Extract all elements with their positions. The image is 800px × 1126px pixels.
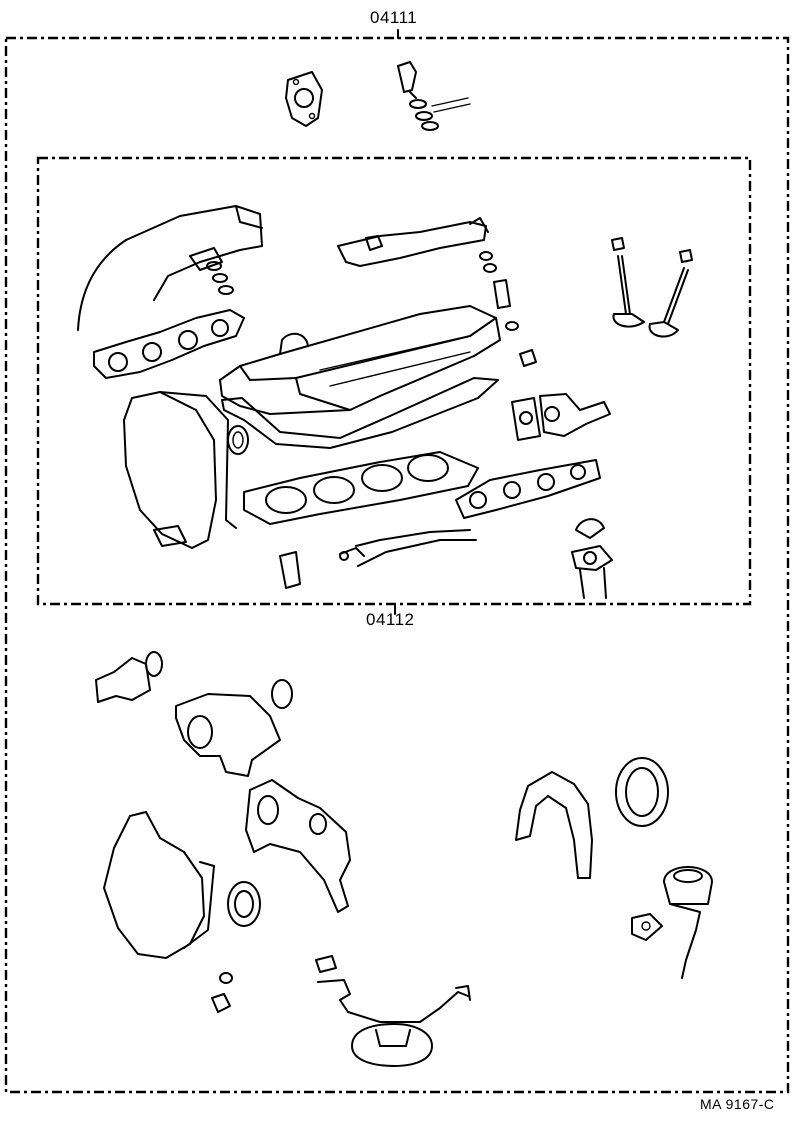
rear-oil-seal-retainer-icon bbox=[515, 771, 593, 879]
kit-04112-label: 04112 bbox=[366, 610, 415, 629]
kit-04111-frame bbox=[4, 36, 790, 1094]
egr-valve-icon bbox=[631, 866, 713, 979]
rear-oil-seal-icon bbox=[615, 757, 669, 827]
water-pump-icon bbox=[175, 679, 293, 777]
injector-holder-icon bbox=[397, 61, 471, 131]
water-outlet-icon bbox=[95, 651, 163, 703]
oil-pump-gasket-icon bbox=[245, 779, 351, 913]
diagram-id-label: MA 9167-C bbox=[700, 1096, 775, 1112]
valve-icon bbox=[611, 237, 693, 338]
camshaft-oil-seal-icon bbox=[227, 425, 249, 455]
timing-belt-cover-icon bbox=[103, 811, 215, 959]
oil-strainer-icon bbox=[315, 955, 471, 1067]
intake-manifold-icon bbox=[77, 205, 263, 379]
cylinder-head-cover-icon bbox=[219, 305, 501, 415]
head-cover-gasket-icon bbox=[221, 377, 499, 449]
timing-belt-cover-icon bbox=[123, 391, 477, 589]
delivery-pipe-icon bbox=[337, 217, 537, 367]
kit-04112-frame bbox=[36, 156, 752, 606]
cylinder-head-gasket-icon bbox=[243, 451, 479, 525]
throttle-body-gasket-icon bbox=[285, 71, 323, 127]
crankshaft-oil-seal-icon bbox=[227, 881, 261, 927]
kit-04111-label: 04111 bbox=[370, 8, 418, 27]
drain-plug-icon bbox=[211, 972, 233, 1013]
exhaust-manifold-gasket-icon bbox=[455, 393, 613, 599]
